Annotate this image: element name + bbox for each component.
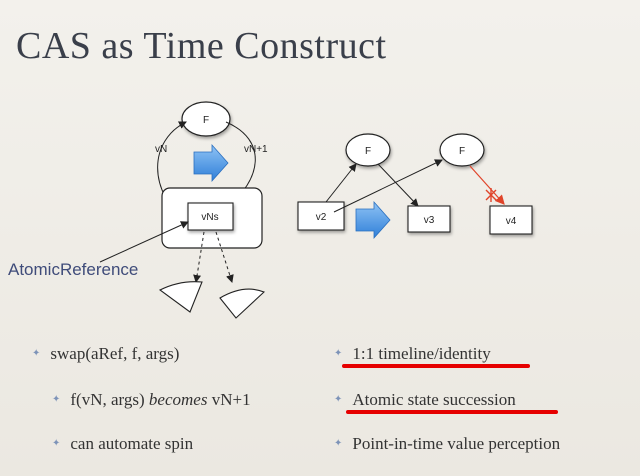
edge-vn-label: vN — [155, 144, 167, 155]
value-box-vns-label: vNs — [201, 212, 218, 223]
wedge-shape-1 — [158, 281, 203, 313]
value-box-v4-label: v4 — [506, 216, 517, 227]
bullet-left-2: ✦f(vN, args) becomes vN+1 — [52, 390, 251, 409]
function-node-right-1 — [345, 133, 391, 167]
edge-v2-to-f2 — [333, 159, 443, 213]
bullet-icon: ✦ — [334, 438, 343, 449]
function-node-left-label: F — [203, 115, 209, 126]
bullet-right-3: ✦Point-in-time value perception — [334, 434, 561, 453]
atomic-reference-label: AtomicReference — [8, 260, 139, 279]
value-box-vns — [187, 202, 234, 231]
wedge-shape-2 — [219, 288, 266, 319]
transition-arrow-icon-left — [193, 143, 229, 183]
value-box-v4 — [489, 205, 533, 235]
bullet-icon: ✦ — [52, 394, 61, 405]
value-box-v2-label: v2 — [316, 212, 327, 223]
dashed-arrow-1 — [193, 231, 205, 283]
value-box-v2 — [297, 201, 345, 231]
highlight-underline-2 — [346, 410, 558, 414]
bullet-icon: ✦ — [334, 394, 343, 405]
bullet-icon: ✦ — [334, 348, 343, 359]
function-node-right-2-label: F — [459, 146, 465, 157]
value-box-v3 — [407, 205, 451, 233]
bullet-right-2: ✦Atomic state succession — [334, 390, 516, 409]
highlight-underline-1 — [342, 364, 530, 368]
failure-star-icon — [485, 188, 497, 202]
atomic-reference-pointer — [99, 221, 189, 263]
bullet-icon: ✦ — [52, 438, 61, 449]
edge-v2-to-f1 — [325, 163, 357, 203]
dashed-arrow-2 — [215, 231, 234, 283]
bullet-left-1: ✦swap(aRef, f, args) — [32, 344, 180, 363]
bullet-right-1: ✦1:1 timeline/identity — [334, 344, 491, 363]
function-node-left — [181, 101, 231, 137]
value-box-v3-label: v3 — [424, 215, 435, 226]
slide-title: CAS as Time Construct — [16, 25, 387, 67]
failed-edge-f2-to-v4 — [469, 165, 505, 205]
function-node-right-2 — [439, 133, 485, 167]
edge-vn-plus-1-label: vN+1 — [244, 144, 268, 155]
function-node-right-1-label: F — [365, 146, 371, 157]
transition-arrow-icon-right — [355, 200, 391, 240]
bullet-icon: ✦ — [32, 348, 41, 359]
bullet-left-3: ✦can automate spin — [52, 434, 194, 453]
edge-f1-to-v3 — [377, 163, 419, 207]
